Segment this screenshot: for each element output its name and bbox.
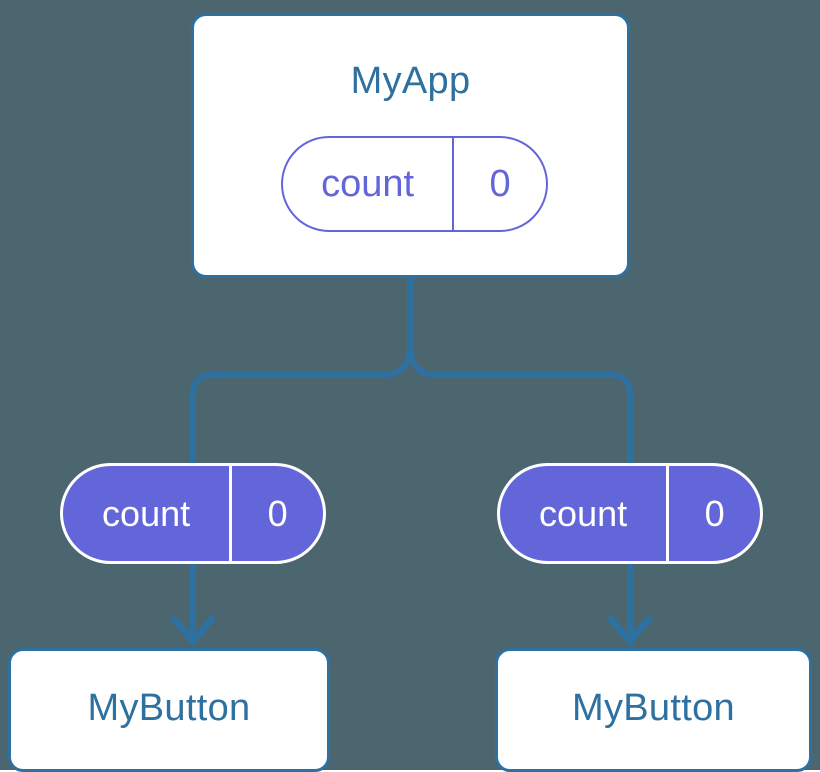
state-pill-right-key: count: [539, 492, 628, 534]
component-card-mybutton-left[interactable]: MyButton: [8, 648, 330, 772]
component-title-mybutton-left: MyButton: [87, 687, 251, 729]
component-card-myapp[interactable]: MyApp count 0: [191, 13, 630, 278]
state-pill-right[interactable]: count 0: [497, 463, 763, 564]
state-pill-root-key: count: [321, 163, 415, 205]
state-pill-left-value: 0: [229, 466, 323, 561]
branch-line-right: [408, 351, 633, 470]
component-title-mybutton-right: MyButton: [572, 687, 735, 729]
branch-line-left: [190, 351, 412, 470]
arrow-head-right-icon: [607, 615, 653, 645]
state-pill-left[interactable]: count 0: [60, 463, 326, 564]
arrow-head-left-icon: [170, 615, 216, 645]
state-pill-left-key: count: [102, 492, 191, 534]
state-pill-root-value: 0: [452, 138, 546, 230]
state-pill-root[interactable]: count 0: [281, 136, 548, 232]
state-pill-right-value: 0: [666, 466, 760, 561]
component-title-myapp: MyApp: [350, 60, 471, 102]
component-card-mybutton-right[interactable]: MyButton: [495, 648, 812, 772]
